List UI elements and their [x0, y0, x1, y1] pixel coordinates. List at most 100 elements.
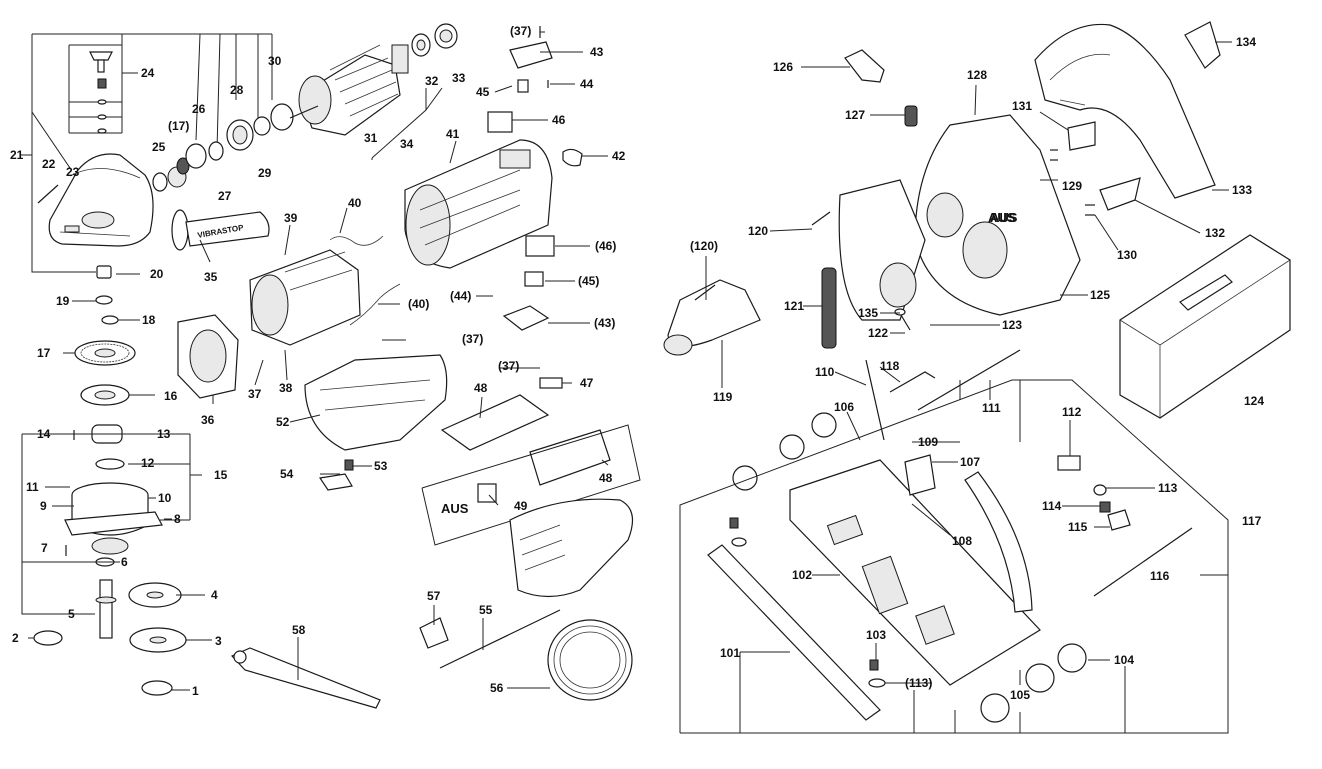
part-label: 131 — [1012, 99, 1032, 113]
part-label: 134 — [1236, 35, 1256, 49]
wire-parts — [329, 235, 401, 326]
part-label: 58 — [292, 623, 306, 637]
part-label: 27 — [218, 189, 232, 203]
part-label: 110 — [815, 365, 835, 379]
part-label: (37) — [462, 332, 483, 346]
armature-part — [289, 44, 409, 136]
part-label: 36 — [201, 413, 215, 427]
part-label: (43) — [594, 316, 615, 330]
bearing-parts-32-33 — [411, 23, 458, 57]
pin-wrench-part — [230, 647, 381, 709]
bracket-lines-grinder-head — [20, 33, 443, 273]
flange-nut-parts — [33, 582, 187, 696]
angle-scale-part — [964, 471, 1033, 613]
part-label: 124 — [1244, 394, 1264, 408]
aus-label-plate: AUS — [990, 210, 1018, 225]
part-label: 1 — [192, 684, 199, 698]
part-label: 41 — [446, 127, 460, 141]
part-label: 5 — [68, 607, 75, 621]
part-label: (44) — [450, 289, 471, 303]
guide-rail-part — [707, 544, 881, 721]
part-label: 105 — [1010, 688, 1030, 702]
part-label: 8 — [174, 512, 181, 526]
part-label: 11 — [26, 480, 39, 494]
bevel-gear-part — [74, 340, 136, 366]
part-label: 57 — [427, 589, 441, 603]
part-label: 56 — [490, 681, 504, 695]
flange-stack-parts — [64, 424, 163, 567]
part-label: 24 — [141, 66, 155, 80]
part-label: 33 — [452, 71, 466, 85]
dust-nozzle-part — [663, 279, 761, 356]
clip-134-part — [1184, 21, 1221, 69]
hex-key-part — [889, 371, 936, 393]
part-label: 46 — [552, 113, 566, 127]
leader-lines — [28, 31, 1232, 691]
part-label: 43 — [590, 45, 604, 59]
small-parts-53-54 — [318, 459, 354, 491]
side-handle-part: VIBRASTOP — [171, 209, 270, 251]
rod-111-part — [917, 349, 1021, 411]
cover-43-part — [502, 235, 563, 389]
part-label: 23 — [66, 165, 80, 179]
motor-housing-part — [404, 139, 553, 269]
part-label: 29 — [258, 166, 272, 180]
handle-housing-part — [304, 354, 448, 451]
part-label: 3 — [215, 634, 222, 648]
part-label: 22 — [42, 157, 56, 171]
part-label: 31 — [364, 131, 378, 145]
part-label: 32 — [425, 74, 439, 88]
gear-housing-part — [48, 153, 154, 247]
screw-part-22 — [37, 184, 59, 204]
part-label: 113 — [1158, 481, 1178, 495]
part-label: 2 — [12, 631, 19, 645]
part-label: 15 — [214, 468, 228, 482]
part-label: 4 — [211, 588, 218, 602]
part-label: 45 — [476, 85, 490, 99]
part-label: 103 — [866, 628, 886, 642]
roller-parts — [732, 412, 1087, 723]
stator-part — [249, 249, 361, 346]
part-label: (46) — [595, 239, 616, 253]
part-label: 9 — [40, 499, 47, 513]
part-label: (120) — [690, 239, 718, 253]
part-label: 42 — [612, 149, 626, 163]
part-label: 13 — [157, 427, 171, 441]
part-label: 104 — [1114, 653, 1134, 667]
mounting-plates-parts: AUS — [838, 114, 1081, 321]
small-parts-42-46 — [487, 26, 583, 167]
part-label: 35 — [204, 270, 218, 284]
part-label: 6 — [121, 555, 128, 569]
part-label: 108 — [952, 534, 972, 548]
part-label: 26 — [192, 102, 206, 116]
part-label: 10 — [158, 491, 172, 505]
part-label: 128 — [967, 68, 987, 82]
part-label: 122 — [868, 326, 888, 340]
bracket-lines-guide-frame — [679, 379, 1229, 734]
part-label: 12 — [141, 456, 155, 470]
part-label: 21 — [10, 148, 24, 162]
spindle-part — [95, 579, 117, 639]
part-label: 25 — [152, 140, 166, 154]
aus-label: AUS — [441, 501, 469, 516]
part-label: 30 — [268, 54, 282, 68]
bracket-lines-gear-stack — [21, 433, 202, 615]
part-label: 127 — [845, 108, 865, 122]
part-label: 38 — [279, 381, 293, 395]
part-label: 102 — [792, 568, 812, 582]
part-label: 117 — [1242, 514, 1262, 528]
guard-133-part — [1034, 23, 1216, 199]
part-label: 53 — [374, 459, 388, 473]
part-label: 106 — [834, 400, 854, 414]
part-label: (45) — [578, 274, 599, 288]
part-label: (37) — [510, 24, 531, 38]
part-label: 49 — [514, 499, 528, 513]
part-label: 55 — [479, 603, 493, 617]
part-label: 44 — [580, 77, 594, 91]
switch-48-parts — [440, 394, 611, 486]
part-label: 125 — [1090, 288, 1110, 302]
part-label: 114 — [1042, 499, 1062, 513]
part-label: 40 — [348, 196, 362, 210]
part-label: 107 — [960, 455, 980, 469]
knob-parts-112-115 — [1057, 455, 1131, 531]
